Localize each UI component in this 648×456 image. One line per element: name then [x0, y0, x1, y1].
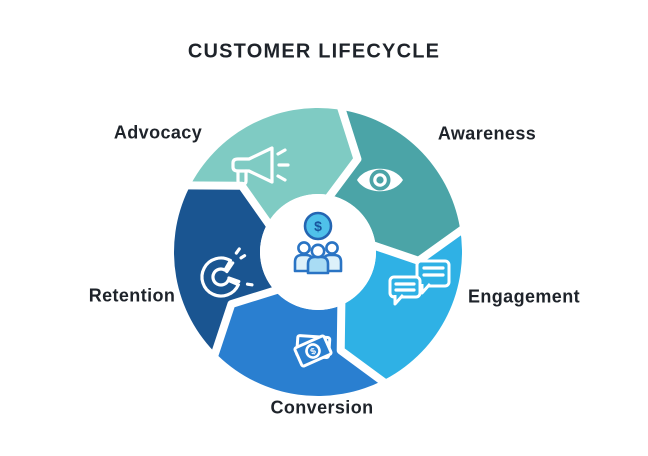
magnet-icon — [200, 247, 254, 298]
megaphone-icon — [231, 146, 290, 186]
label-awareness: Awareness — [437, 123, 537, 144]
chat-bubbles-icon — [388, 259, 451, 306]
coin-dollar-glyph: $ — [314, 218, 322, 234]
dollar-glyph: $ — [309, 346, 318, 357]
label-conversion: Conversion — [270, 397, 374, 418]
segment-divider — [181, 181, 277, 233]
label-advocacy: Advocacy — [113, 122, 203, 143]
customer-group-icon: $ — [260, 194, 376, 310]
eye-icon — [357, 168, 403, 192]
label-engagement: Engagement — [467, 286, 581, 307]
page-title: CUSTOMER LIFECYCLE — [187, 40, 441, 63]
coin-icon — [303, 211, 333, 241]
segment-divider — [321, 100, 362, 205]
money-icon: $ — [293, 334, 333, 368]
wheel-dividers — [181, 100, 471, 390]
segment-divider — [336, 296, 392, 390]
segment-divider — [208, 284, 285, 363]
label-retention: Retention — [88, 285, 176, 306]
